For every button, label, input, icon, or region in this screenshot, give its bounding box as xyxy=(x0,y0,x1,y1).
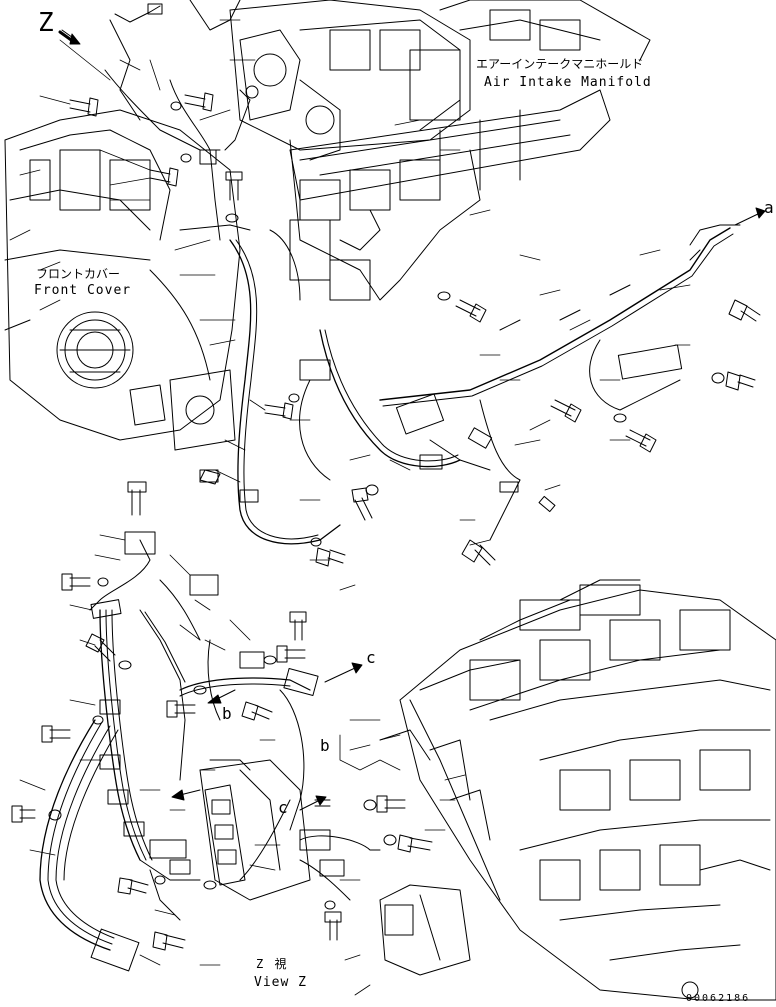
callout-a-top: a xyxy=(764,198,775,217)
bolt-group-bottom xyxy=(11,481,433,951)
callout-b-upper: b xyxy=(222,704,233,723)
ecu-controller xyxy=(199,759,311,901)
sensor-top-left xyxy=(114,3,259,151)
arrow-a-lower xyxy=(171,789,201,801)
view-z-label-en: View Z xyxy=(254,975,307,990)
engine-block-view-z xyxy=(379,579,776,1001)
front-bracket-plate xyxy=(129,369,236,451)
drawing-number: 00062186 xyxy=(686,993,751,1004)
harness-bottom xyxy=(39,539,381,951)
air-intake-label-jp: エアーインテークマニホールド xyxy=(476,57,644,71)
arrow-c-upper xyxy=(324,662,363,683)
front-cover-label-jp: フロントカバー xyxy=(36,267,121,281)
callout-c-upper: c xyxy=(366,648,377,667)
harness-clamps-top xyxy=(199,149,701,513)
leader-lines-bottom xyxy=(19,534,466,996)
callout-b-lower: b xyxy=(320,736,331,755)
arrow-b-upper xyxy=(207,689,236,704)
arrow-a-top xyxy=(734,207,766,226)
washer-group-bottom xyxy=(48,577,397,910)
cylinder-head-row-top xyxy=(189,0,481,301)
front-cover-label-en: Front Cover xyxy=(34,283,132,298)
front-cover-seal xyxy=(56,311,134,389)
air-intake-label-en: Air Intake Manifold xyxy=(484,75,652,90)
callout-b-lower-leader xyxy=(339,734,401,771)
secondary-controller xyxy=(379,884,471,976)
leader-lines-top xyxy=(9,19,691,591)
view-marker-letter: Z xyxy=(38,8,55,38)
arrow-c-lower xyxy=(299,795,327,811)
callout-c-lower: c xyxy=(278,798,289,817)
washer-group-top xyxy=(170,101,725,547)
main-harness-top xyxy=(104,19,741,545)
bolt-group-top xyxy=(69,92,761,567)
connector-group-bottom xyxy=(90,531,345,972)
view-z-arrow xyxy=(58,29,81,45)
view-z-label-jp: Z 視 xyxy=(256,957,289,971)
